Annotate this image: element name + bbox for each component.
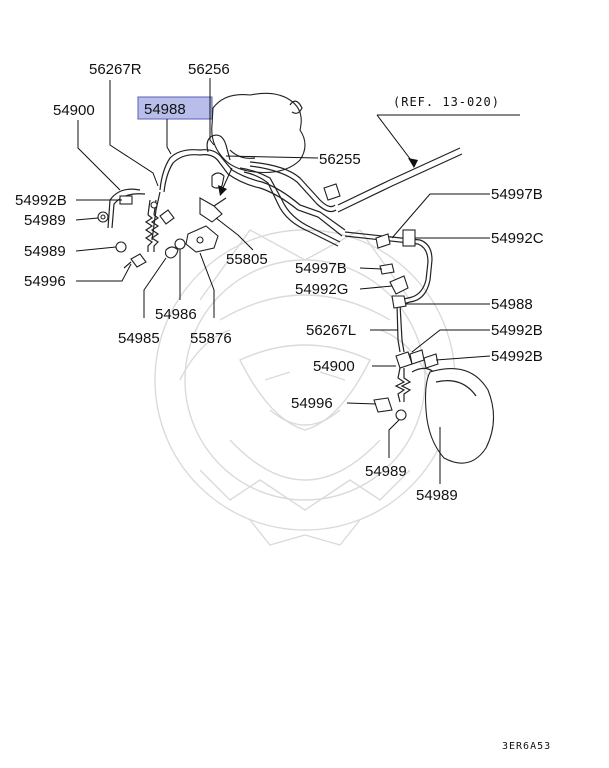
- reference-label: (REF. 13-020): [393, 95, 500, 109]
- label-55805[interactable]: 55805: [226, 251, 268, 268]
- part-labels: 56267R 56256 54900 54988 56255 54992B 54…: [15, 61, 544, 504]
- label-54997B-2[interactable]: 54997B: [295, 260, 347, 277]
- left-brake-hose: [144, 199, 160, 252]
- label-54986[interactable]: 54986: [155, 306, 197, 323]
- label-54996-left[interactable]: 54996: [24, 273, 66, 290]
- label-54992B-right-2[interactable]: 54992B: [491, 348, 543, 365]
- label-54900-top[interactable]: 54900: [53, 102, 95, 119]
- label-54988-highlighted[interactable]: 54988: [144, 101, 186, 118]
- label-54997B-1[interactable]: 54997B: [491, 186, 543, 203]
- highlight-box: [137, 96, 213, 120]
- brake-pipes: [107, 134, 463, 353]
- label-56267L[interactable]: 56267L: [306, 322, 356, 339]
- label-54989-right-2[interactable]: 54989: [416, 487, 458, 504]
- label-56256[interactable]: 56256: [188, 61, 230, 78]
- assembly-arrow: [218, 167, 233, 196]
- label-54989-right-1[interactable]: 54989: [365, 463, 407, 480]
- drawing-code: 3ER6A53: [502, 741, 551, 752]
- label-54900-right[interactable]: 54900: [313, 358, 355, 375]
- watermark-emblem: [154, 229, 456, 546]
- label-54989-left-1[interactable]: 54989: [24, 212, 66, 229]
- master-cylinder: [211, 92, 306, 174]
- label-56267R[interactable]: 56267R: [89, 61, 142, 78]
- label-56255[interactable]: 56255: [319, 151, 361, 168]
- label-54989-left-2[interactable]: 54989: [24, 243, 66, 260]
- label-54992G[interactable]: 54992G: [295, 281, 348, 298]
- label-55876[interactable]: 55876: [190, 330, 232, 347]
- brake-disc: [424, 368, 495, 464]
- left-fittings: [97, 172, 227, 269]
- label-54992B-right-1[interactable]: 54992B: [491, 322, 543, 339]
- label-54996-right[interactable]: 54996: [291, 395, 333, 412]
- label-54988-right[interactable]: 54988: [491, 296, 533, 313]
- label-54992B-left[interactable]: 54992B: [15, 192, 67, 209]
- label-54985[interactable]: 54985: [118, 330, 160, 347]
- leader-lines: [75, 78, 491, 484]
- reference-pointer: [376, 114, 520, 168]
- label-54992C[interactable]: 54992C: [491, 230, 544, 247]
